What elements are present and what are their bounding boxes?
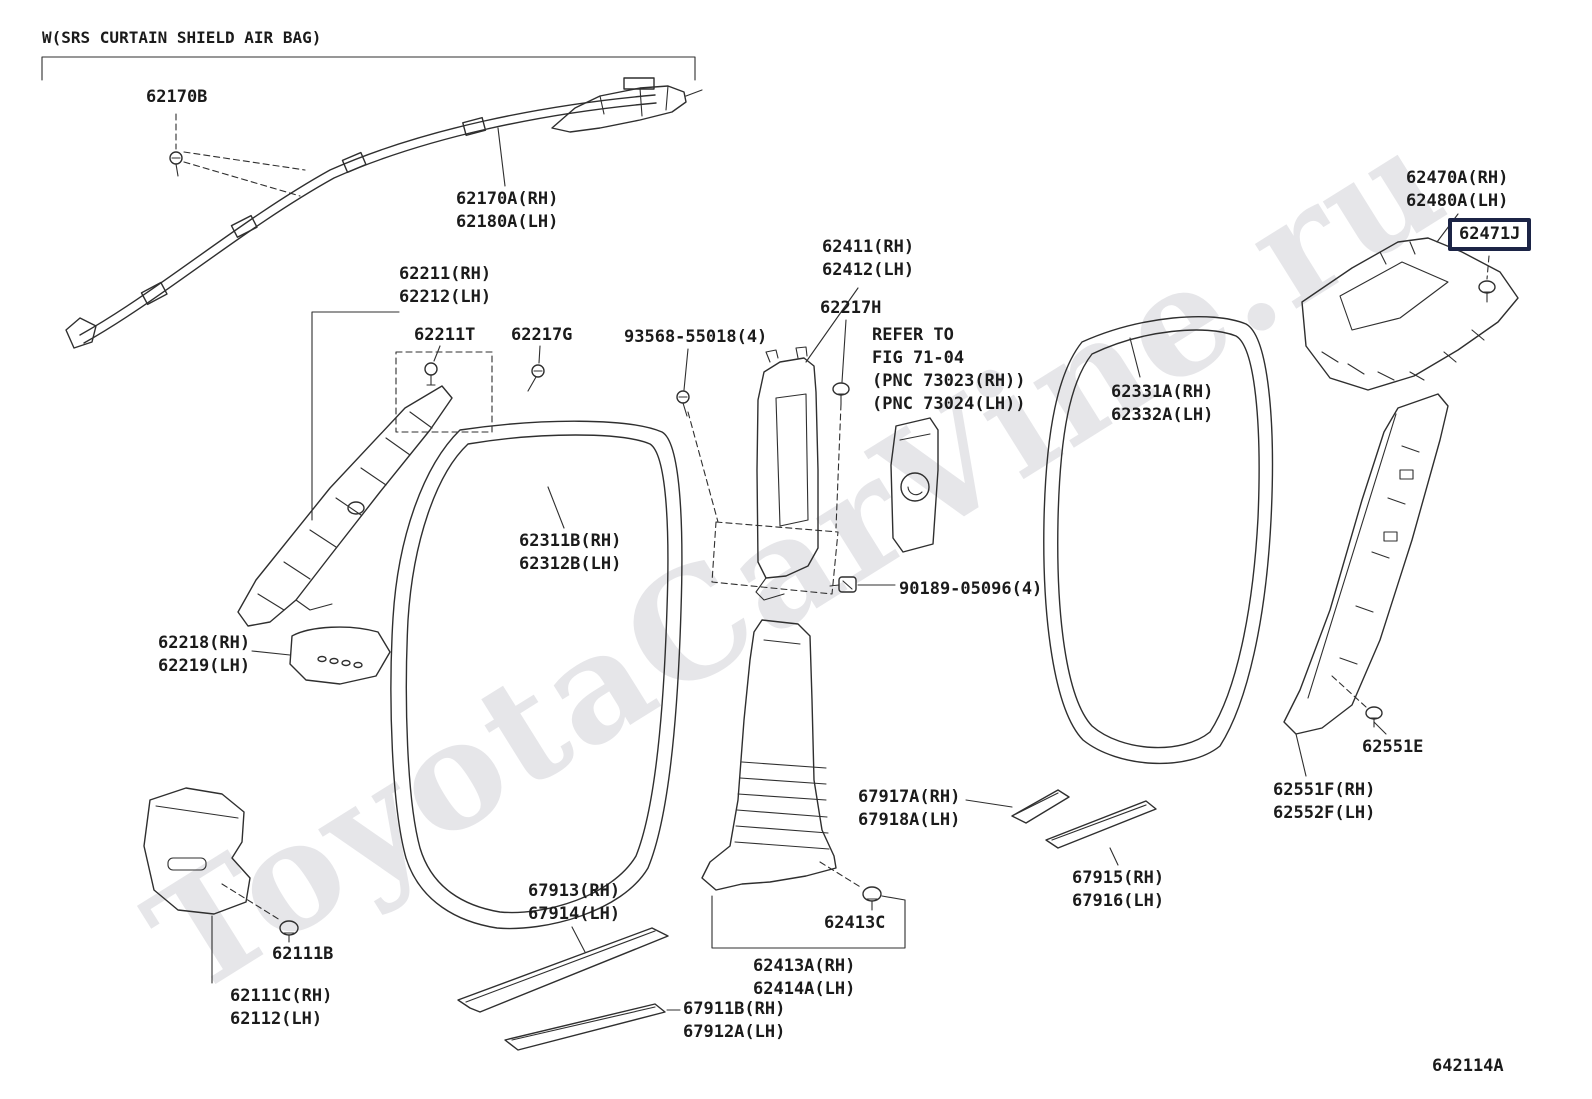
part-number-line: REFER TO [872, 325, 954, 345]
part-number-line: 67911B(RH) [683, 999, 786, 1019]
part-number-line: 62551F(RH) [1273, 780, 1376, 800]
part-label-62470A[interactable]: 62470A(RH) 62480A(LH) [1406, 167, 1508, 213]
part-label-67911B[interactable]: 67911B(RH) 67912A(LH) [683, 998, 785, 1044]
figure-code: 642114A [1432, 1056, 1504, 1076]
part-number-line: 62212(LH) [399, 287, 492, 307]
front-scuff-plates-drawing [457, 926, 681, 1051]
rear-quarter-lower-trim-drawing [1283, 393, 1449, 777]
part-number-line: FIG 71-04 [872, 348, 965, 368]
part-number-line: 62180A(LH) [456, 212, 559, 232]
part-number-line: 62111B [272, 944, 334, 964]
rear-door-weatherstrip-drawing [1043, 315, 1274, 765]
part-number-line: 62170A(RH) [456, 189, 559, 209]
part-label-62111B[interactable]: 62111B [272, 943, 333, 966]
clip-90189-drawing [829, 576, 896, 593]
airbag-coverage-bracket [41, 56, 696, 81]
part-number-line: 62412(LH) [822, 260, 915, 280]
part-label-62411[interactable]: 62411(RH) 62412(LH) [822, 236, 914, 282]
part-number-line: 67914(LH) [528, 904, 621, 924]
part-number-line: 67916(LH) [1072, 891, 1165, 911]
diagram-title: W(SRS CURTAIN SHIELD AIR BAG) [42, 28, 322, 47]
part-number-line: 62411(RH) [822, 237, 915, 257]
part-number-line: 62552F(LH) [1273, 803, 1376, 823]
part-number-line: 62414A(LH) [753, 979, 856, 999]
part-label-67917A[interactable]: 67917A(RH) 67918A(LH) [858, 786, 960, 832]
part-number-line: 62111C(RH) [230, 986, 333, 1006]
part-number-line: 62217G [511, 325, 573, 345]
part-number-line: 62311B(RH) [519, 531, 622, 551]
part-label-62413A[interactable]: 62413A(RH) 62414A(LH) [753, 955, 855, 1001]
part-label-62471J[interactable]: 62471J [1448, 218, 1532, 251]
part-label-67915[interactable]: 67915(RH) 67916(LH) [1072, 867, 1164, 913]
part-number-line: 62170B [146, 87, 208, 107]
part-number-line: 62470A(RH) [1406, 168, 1509, 188]
part-number-line: 67913(RH) [528, 881, 621, 901]
part-label-90189-05096[interactable]: 90189-05096(4) [899, 578, 1042, 601]
part-label-93568-55018[interactable]: 93568-55018(4) [624, 326, 767, 349]
part-label-67913[interactable]: 67913(RH) 67914(LH) [528, 880, 620, 926]
front-pillar-lower-garnish-drawing [251, 626, 391, 685]
front-door-weatherstrip-drawing [390, 420, 683, 930]
curtain-airbag-drawing [65, 77, 703, 349]
part-number-line: 62218(RH) [158, 633, 251, 653]
part-number-line: 62331A(RH) [1111, 382, 1214, 402]
part-number-line: 62413C [824, 913, 886, 933]
part-number-line: 62413A(RH) [753, 956, 856, 976]
part-number-line: 90189-05096(4) [899, 579, 1043, 599]
part-label-refer-note-71-04: REFER TO FIG 71-04 (PNC 73023(RH)) (PNC 730… [872, 324, 1026, 416]
part-number-line: 62112(LH) [230, 1009, 323, 1029]
part-number-line: 67917A(RH) [858, 787, 961, 807]
part-number-line: 62312B(LH) [519, 554, 622, 574]
part-label-62211[interactable]: 62211(RH) 62212(LH) [399, 263, 491, 309]
part-label-62111C[interactable]: 62111C(RH) 62112(LH) [230, 985, 332, 1031]
part-number-line: 67918A(LH) [858, 810, 961, 830]
part-number-line: 62211T [414, 325, 476, 345]
part-label-62217G[interactable]: 62217G [511, 324, 572, 347]
part-number-line: (PNC 73024(LH)) [872, 394, 1026, 414]
part-number-line: 62219(LH) [158, 656, 251, 676]
b-pillar-lower-garnish-drawing [701, 619, 906, 949]
cowl-side-trim-drawing [143, 787, 299, 984]
part-number-line: 67912A(LH) [683, 1022, 786, 1042]
rear-scuff-plates-drawing [965, 789, 1157, 866]
part-number-line: (PNC 73023(RH)) [872, 371, 1026, 391]
part-number-line: 67915(RH) [1072, 868, 1165, 888]
part-number-line: 62551E [1362, 737, 1424, 757]
part-number-line: 62332A(LH) [1111, 405, 1214, 425]
part-label-62170B[interactable]: 62170B [146, 86, 207, 109]
part-label-62413C[interactable]: 62413C [824, 912, 885, 935]
part-label-62311B[interactable]: 62311B(RH) 62312B(LH) [519, 530, 621, 576]
part-label-62218[interactable]: 62218(RH) 62219(LH) [158, 632, 250, 678]
part-label-62551F[interactable]: 62551F(RH) 62552F(LH) [1273, 779, 1375, 825]
part-label-62331A[interactable]: 62331A(RH) 62332A(LH) [1111, 381, 1213, 427]
part-label-62551E[interactable]: 62551E [1362, 736, 1423, 759]
part-number-line: 62480A(LH) [1406, 191, 1509, 211]
part-label-62211T[interactable]: 62211T [414, 324, 475, 347]
part-number-line: 93568-55018(4) [624, 327, 768, 347]
part-label-62217H[interactable]: 62217H [820, 297, 881, 320]
part-label-62170A[interactable]: 62170A(RH) 62180A(LH) [456, 188, 558, 234]
center-bezel-drawing [890, 417, 939, 553]
b-pillar-upper-garnish-drawing [676, 287, 859, 601]
part-number-line: 62471J [1459, 224, 1521, 244]
part-number-line: 62211(RH) [399, 264, 492, 284]
a-pillar-garnish-drawing [237, 311, 545, 627]
part-number-line: 62217H [820, 298, 882, 318]
